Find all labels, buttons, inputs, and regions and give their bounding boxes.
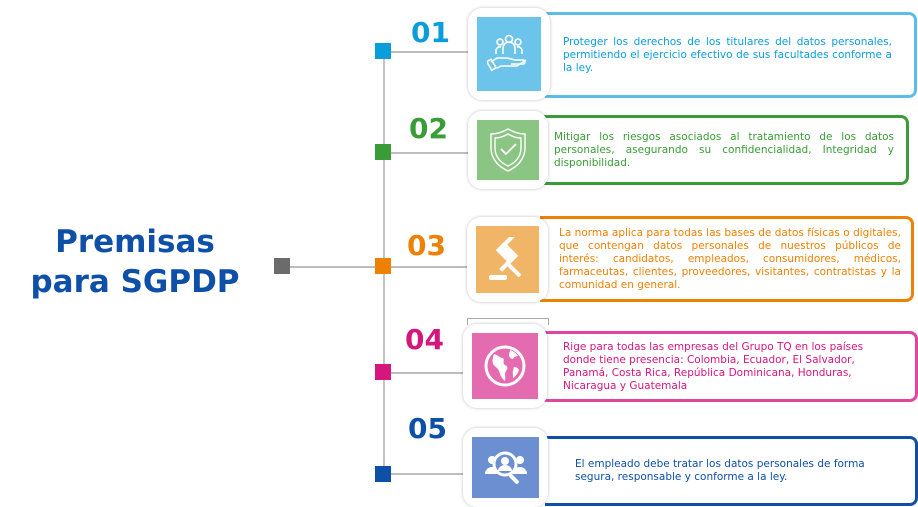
premise-card: Proteger los derechos de los titulares d… bbox=[545, 12, 917, 98]
people-search-icon bbox=[484, 451, 527, 484]
icon-tile bbox=[468, 8, 550, 100]
timeline-node bbox=[375, 258, 391, 274]
premise-text: El empleado debe tratar los datos person… bbox=[575, 458, 865, 483]
premise-card: El empleado debe tratar los datos person… bbox=[545, 436, 918, 506]
icon-tile bbox=[467, 217, 548, 302]
root-connector bbox=[290, 266, 384, 268]
root-node bbox=[274, 258, 290, 274]
icon-tile bbox=[463, 428, 548, 507]
page-title: Premisas para SGPDP bbox=[20, 222, 250, 302]
icon-tile bbox=[463, 324, 547, 408]
premise-number: 03 bbox=[407, 229, 446, 262]
timeline-node bbox=[375, 144, 391, 160]
premise-card: Mitigar los riesgos asociados al tratami… bbox=[540, 115, 909, 185]
premise-number: 05 bbox=[408, 412, 447, 445]
connector-line bbox=[391, 152, 469, 154]
premise-card: La norma aplica para todas las bases de … bbox=[540, 216, 914, 302]
gavel-icon bbox=[488, 236, 521, 280]
premise-number: 01 bbox=[411, 16, 450, 49]
shield-check-icon bbox=[490, 128, 526, 172]
timeline-node bbox=[375, 43, 391, 59]
premise-text: Rige para todas las empresas del Grupo T… bbox=[563, 340, 864, 392]
title-line-1: Premisas bbox=[55, 224, 215, 260]
premise-number: 04 bbox=[405, 323, 444, 356]
title-line-2: para SGPDP bbox=[30, 264, 240, 300]
premise-text: Mitigar los riesgos asociados al tratami… bbox=[554, 130, 894, 169]
icon-tile bbox=[468, 111, 548, 189]
premise-card: Rige para todas las empresas del Grupo T… bbox=[540, 331, 918, 402]
premise-text: La norma aplica para todas las bases de … bbox=[559, 226, 901, 291]
image-placeholder-frame bbox=[467, 318, 549, 325]
timeline-node bbox=[375, 364, 391, 380]
premise-number: 02 bbox=[409, 112, 448, 145]
connector-line bbox=[391, 51, 469, 53]
connector-line bbox=[391, 473, 469, 475]
globe-icon bbox=[484, 345, 526, 387]
timeline-node bbox=[375, 466, 391, 482]
people-in-hand-icon bbox=[487, 34, 527, 72]
premise-text: Proteger los derechos de los titulares d… bbox=[563, 35, 892, 74]
connector-line bbox=[391, 266, 469, 268]
connector-line bbox=[391, 372, 469, 374]
